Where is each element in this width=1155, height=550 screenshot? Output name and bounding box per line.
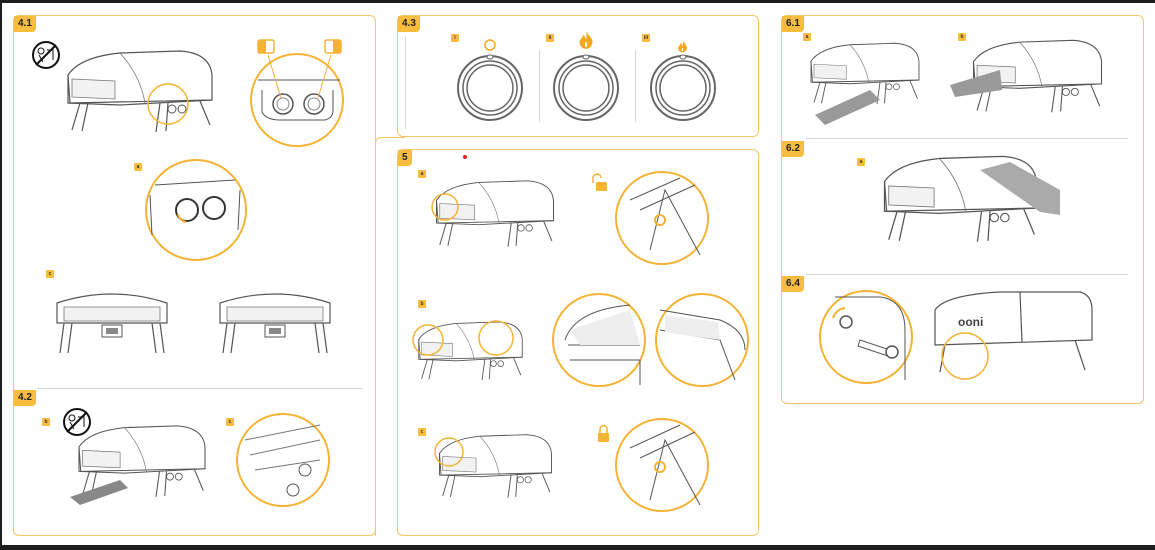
unlocked-icon <box>592 173 607 191</box>
step-badge: ii <box>546 34 554 42</box>
panel-section-4-3 <box>397 15 759 137</box>
step-badge: c <box>226 418 234 426</box>
section-badge-6-4: 6.4 <box>782 276 804 292</box>
section-badge-4-2: 4.2 <box>14 390 36 406</box>
zoom-circle-5c <box>615 418 709 512</box>
divider-6-2-6-4 <box>806 274 1128 275</box>
divider-4-3-left <box>405 36 406 129</box>
panel-section-6 <box>781 15 1144 404</box>
section-badge-4-1: 4.1 <box>14 16 36 32</box>
window-frame-bottom <box>0 545 1155 550</box>
zoom-circle-5a <box>615 171 709 265</box>
panel-backdrop-edge <box>375 137 405 536</box>
zoom-circle-6-4 <box>819 290 913 384</box>
section-badge-6-1: 6.1 <box>782 16 804 32</box>
zoom-circle-knobs <box>250 53 344 147</box>
step-badge: a <box>857 158 865 166</box>
section-badge-6-2: 6.2 <box>782 141 804 157</box>
dial-low <box>650 54 716 121</box>
oven-front-illustration-1 <box>56 293 168 354</box>
divider-6-1-6-2 <box>806 138 1128 139</box>
step-badge: a <box>134 163 142 171</box>
divider-4-1-4-2 <box>37 388 362 389</box>
step-badge: i <box>451 34 459 42</box>
step-badge: b <box>958 33 966 41</box>
cloth <box>815 90 880 125</box>
step-badge: a <box>418 170 426 178</box>
divider-dial-1-2 <box>539 50 540 122</box>
panel-section-5 <box>397 149 759 536</box>
step-badge: c <box>418 428 426 436</box>
zoom-circle-5b-right <box>655 293 749 387</box>
step-badge: a <box>803 33 811 41</box>
red-marker <box>463 155 467 159</box>
no-children-icon-2 <box>63 408 91 436</box>
section-badge-5: 5 <box>398 150 412 166</box>
dial-high <box>553 54 619 121</box>
window-frame-top <box>0 0 1155 3</box>
oven-illustration-4-2 <box>78 425 206 498</box>
oven-front-illustration-2 <box>219 293 331 354</box>
highlight-circle-knobs <box>147 83 189 125</box>
section-badge-4-3: 4.3 <box>398 16 420 32</box>
hand-cleaning <box>980 162 1060 215</box>
divider-dial-2-3 <box>635 50 636 122</box>
cleaning-brush <box>70 480 128 505</box>
brand-logo: ooni <box>958 315 983 329</box>
step-badge: c <box>46 270 54 278</box>
oven-illustration-4-1 <box>67 50 213 133</box>
oven-illustration-6-4 <box>934 291 1093 346</box>
step-badge: b <box>42 418 50 426</box>
zoom-circle-4-2 <box>236 413 330 507</box>
flame-large-icon <box>579 31 593 49</box>
off-icon <box>484 39 496 51</box>
window-frame-left <box>0 0 2 550</box>
locked-icon <box>598 424 609 442</box>
oven-illustration-5a <box>436 180 554 248</box>
step-badge: b <box>418 300 426 308</box>
step-badge: iii <box>642 34 650 42</box>
flame-small-icon <box>678 40 687 53</box>
dial-off <box>457 54 523 121</box>
no-children-icon <box>32 41 60 69</box>
oven-illustration-5c <box>439 434 552 499</box>
